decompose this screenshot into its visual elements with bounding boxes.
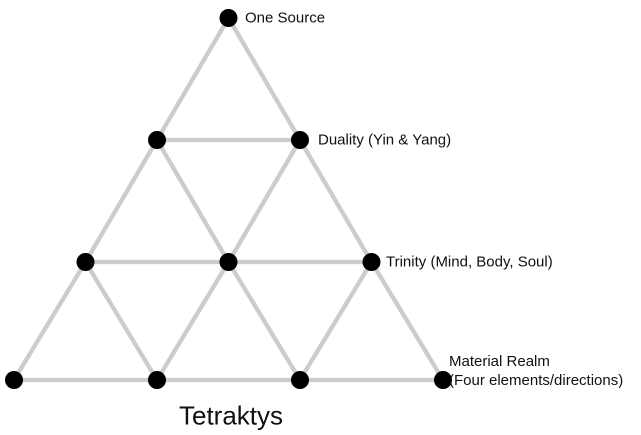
- row4-node4-dot: [434, 371, 452, 389]
- node-label-line: (Four elements/directions): [449, 372, 624, 389]
- node-label-line: Material Realm: [449, 353, 550, 370]
- edge-line: [155, 260, 231, 382]
- edge-line: [226, 138, 302, 264]
- row3-node1-dot: [76, 253, 95, 271]
- edge-line: [226, 16, 302, 142]
- row4-node2-dot: [148, 371, 166, 389]
- row2-node1-dot: [148, 131, 166, 149]
- row2-node2-dot: [291, 131, 309, 149]
- edge-line: [298, 138, 374, 264]
- node-label-line: One Source: [245, 9, 326, 27]
- nodes-layer: [5, 9, 452, 389]
- edge-line: [226, 260, 302, 382]
- node-label-line: Duality (Yin & Yang): [318, 131, 452, 149]
- edge-line: [298, 260, 374, 382]
- edge-line: [155, 16, 231, 142]
- row4-node1-dot: [5, 371, 23, 389]
- edge-line: [12, 260, 88, 382]
- edges-layer: [12, 16, 445, 383]
- node-label-one-source: One Source: [245, 9, 325, 28]
- row3-node3-dot: [362, 253, 381, 271]
- row4-node3-dot: [291, 371, 309, 389]
- node-label-duality: Duality (Yin & Yang): [318, 131, 451, 150]
- edge-line: [155, 138, 231, 264]
- row3-node2-dot: [219, 253, 238, 271]
- edge-line: [369, 260, 445, 382]
- node-label-material-realm: Material Realm (Four elements/directions): [449, 352, 623, 390]
- edge-line: [83, 260, 159, 382]
- node-label-line: Trinity (Mind, Body, Soul): [386, 253, 553, 271]
- row1-node1-dot: [219, 9, 238, 27]
- node-label-trinity: Trinity (Mind, Body, Soul): [386, 253, 553, 272]
- edge-line: [83, 138, 159, 264]
- diagram-title: Tetraktys: [178, 400, 284, 431]
